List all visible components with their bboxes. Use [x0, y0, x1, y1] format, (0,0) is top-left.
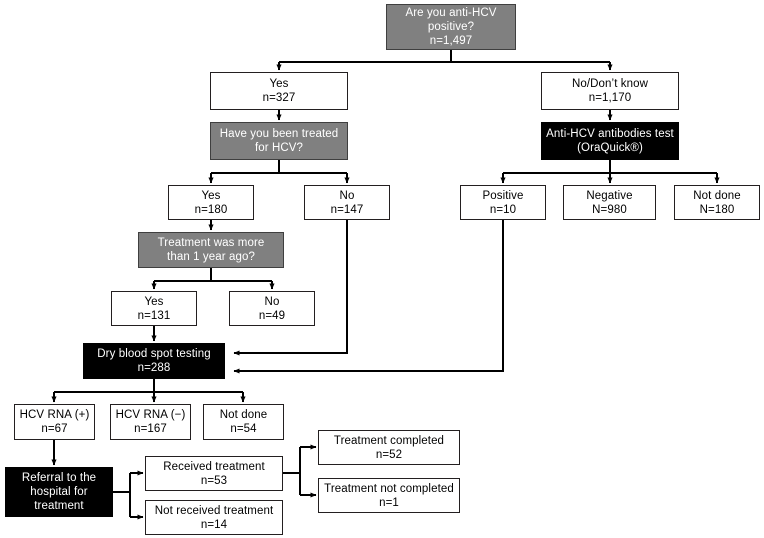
node-line: Received treatment	[163, 460, 265, 473]
node-answer-yes-327[interactable]: Yes n=327	[210, 72, 348, 110]
node-answer-treatment-not-completed-1[interactable]: Treatment not completed n=1	[318, 478, 460, 513]
node-line: n=1,497	[429, 35, 473, 47]
node-line: Not done	[693, 189, 741, 202]
node-line: n=288	[137, 362, 171, 374]
node-line: n=180	[194, 203, 228, 216]
node-answer-no-dont-know-1170[interactable]: No/Don’t know n=1,170	[541, 72, 679, 110]
node-answer-not-received-treatment-14[interactable]: Not received treatment n=14	[145, 500, 283, 535]
node-line: n=147	[330, 203, 364, 216]
node-line: Dry blood spot testing	[97, 348, 211, 360]
node-question-treatment-more-than-1-year[interactable]: Treatment was more than 1 year ago?	[138, 232, 284, 268]
node-line: Referral to the	[21, 472, 97, 484]
node-line: Anti-HCV antibodies test	[546, 128, 674, 140]
node-line: Yes	[144, 295, 164, 308]
node-line: positive?	[427, 21, 475, 33]
node-answer-hcv-rna-positive-67[interactable]: HCV RNA (+) n=67	[14, 404, 95, 440]
node-answer-yes-131[interactable]: Yes n=131	[111, 291, 197, 326]
node-line: N=980	[592, 203, 627, 216]
node-line: hospital for	[30, 486, 88, 498]
node-line: n=10	[489, 203, 517, 216]
node-line: HCV RNA (−)	[115, 409, 186, 421]
node-answer-hcv-rna-negative-167[interactable]: HCV RNA (−) n=167	[110, 404, 191, 440]
node-line: No	[339, 189, 355, 202]
node-line: than 1 year ago?	[167, 251, 255, 263]
node-line: No/Don’t know	[571, 78, 649, 90]
node-answer-positive-10[interactable]: Positive n=10	[460, 185, 546, 220]
node-line: n=54	[230, 423, 257, 435]
node-answer-treatment-completed-52[interactable]: Treatment completed n=52	[318, 430, 460, 465]
node-line: HCV RNA (+)	[19, 409, 90, 421]
node-line: (OraQuick®)	[577, 142, 643, 154]
node-line: Yes	[269, 78, 289, 90]
node-line: n=327	[262, 92, 296, 104]
node-line: Have you been treated	[219, 128, 339, 140]
node-line: treatment	[34, 500, 84, 512]
node-line: n=53	[200, 474, 228, 487]
node-line: Treatment not completed	[324, 482, 454, 495]
node-line: n=1	[379, 496, 399, 509]
node-line: Negative	[586, 189, 633, 202]
node-answer-no-147[interactable]: No n=147	[304, 185, 390, 220]
node-answer-no-49[interactable]: No n=49	[229, 291, 315, 326]
node-test-anti-hcv-antibodies[interactable]: Anti-HCV antibodies test (OraQuick®)	[541, 122, 679, 160]
node-line: n=167	[134, 423, 167, 435]
node-line: Not done	[219, 409, 268, 421]
node-line: Treatment was more	[157, 237, 265, 249]
node-line: n=131	[137, 309, 171, 322]
node-answer-negative-980[interactable]: Negative N=980	[563, 185, 656, 220]
node-question-have-you-been-treated[interactable]: Have you been treated for HCV?	[210, 122, 348, 160]
node-line: n=49	[258, 309, 286, 322]
node-line: n=52	[375, 448, 403, 461]
node-line: n=14	[200, 518, 228, 531]
node-line: N=180	[699, 203, 735, 216]
node-answer-rna-not-done-54[interactable]: Not done n=54	[203, 404, 284, 440]
node-line: n=67	[41, 423, 68, 435]
node-answer-yes-180[interactable]: Yes n=180	[168, 185, 254, 220]
node-test-dry-blood-spot[interactable]: Dry blood spot testing n=288	[83, 343, 225, 379]
node-answer-not-done-180[interactable]: Not done N=180	[674, 185, 760, 220]
node-line: Positive	[482, 189, 524, 202]
node-answer-received-treatment-53[interactable]: Received treatment n=53	[145, 456, 283, 491]
node-line: Are you anti-HCV	[405, 7, 497, 19]
node-line: for HCV?	[254, 142, 304, 154]
node-question-anti-hcv-positive[interactable]: Are you anti-HCV positive? n=1,497	[386, 4, 516, 50]
node-line: Not received treatment	[154, 504, 274, 517]
node-line: n=1,170	[588, 92, 632, 104]
node-line: No	[264, 295, 280, 308]
node-line: Treatment completed	[333, 434, 445, 447]
node-referral-to-hospital[interactable]: Referral to the hospital for treatment	[5, 467, 113, 517]
node-line: Yes	[201, 189, 221, 202]
